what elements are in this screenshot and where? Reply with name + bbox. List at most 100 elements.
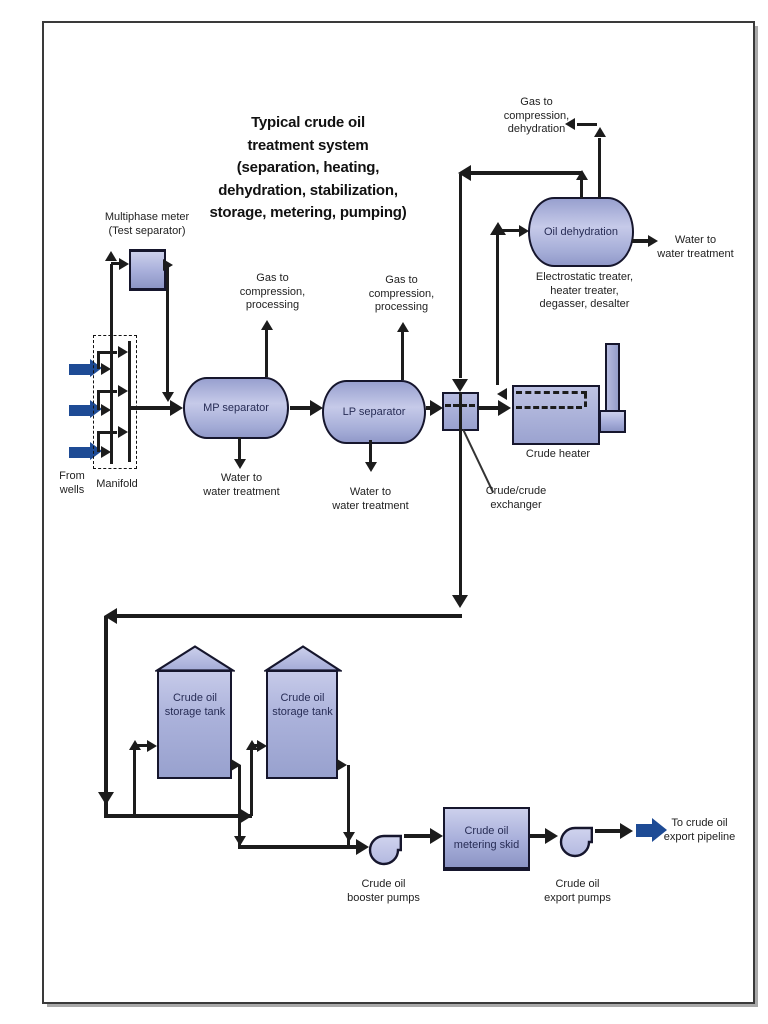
label-mp-water: Water to water treatment <box>194 472 289 499</box>
arrowhead-right <box>101 446 111 458</box>
pipe-transfer-vertical <box>458 174 462 378</box>
arrowhead-right <box>430 827 443 844</box>
label-dehydrator-water: Water to water treatment <box>648 234 743 261</box>
pipe-tank2-outlet <box>347 765 350 846</box>
arrowhead-right <box>231 758 241 771</box>
pipe-dehydrator-inlet <box>497 229 521 232</box>
title-line: treatment system <box>247 136 369 154</box>
arrowhead-right <box>118 385 128 397</box>
manifold-elbow-2 <box>97 391 100 410</box>
arrowhead-down <box>97 792 114 805</box>
diagram-title: Typical crude oil treatment system (sepa… <box>206 112 410 225</box>
pipe-tank1-outlet <box>238 765 241 846</box>
pipe-gas-to-compression <box>577 123 597 126</box>
label-lp-water: Water to water treatment <box>323 486 418 513</box>
label-tank-2: Crude oil storage tank <box>266 692 339 719</box>
label-line: export pumps <box>544 891 611 904</box>
crude-oil-storage-tank-1 <box>157 670 232 779</box>
diagram-border <box>42 21 755 1004</box>
arrowhead-down <box>452 379 469 392</box>
arrowhead-right <box>163 258 173 271</box>
multiphase-meter <box>129 249 166 291</box>
arrowhead-right <box>239 807 252 824</box>
label-line: Crude oil <box>555 878 600 890</box>
title-line: (separation, heating, <box>236 159 380 176</box>
lp-separator-vessel: LP separator <box>322 380 426 444</box>
manifold-elbow-1 <box>97 352 100 369</box>
label-line: dehydration <box>507 123 566 135</box>
label-line: export pipeline <box>663 830 736 843</box>
export-arrow <box>636 824 652 837</box>
pipe-dehydrator-gas <box>598 138 601 198</box>
label-line: Crude/crude <box>485 485 547 497</box>
label-line: wells <box>59 483 85 496</box>
manifold-header-2 <box>128 341 131 462</box>
arrowhead-down <box>233 459 246 469</box>
pipe-dehydrator-recycle <box>580 180 583 198</box>
export-pump <box>559 826 593 858</box>
label-line: Water to <box>220 472 263 484</box>
label-line: heater treater, <box>550 284 619 297</box>
pipe-booster-suction <box>238 845 358 849</box>
label-line: Gas to <box>520 96 553 108</box>
arrowhead-right <box>648 234 658 247</box>
pipe-mp-gas <box>265 328 268 377</box>
label-line: From <box>59 470 85 482</box>
label-line: Water to <box>349 486 392 498</box>
pipe-mp-water <box>238 437 241 459</box>
pipe-skid-to-pump <box>530 834 548 838</box>
arrowhead-down <box>161 392 174 402</box>
pipe-tank2-feed <box>250 748 253 816</box>
tank1-roof <box>155 645 235 672</box>
arrowhead-right <box>545 827 558 844</box>
arrowhead-right <box>147 739 157 752</box>
label-line: processing <box>374 301 429 313</box>
pipe-main <box>130 406 173 410</box>
label-line: To crude oil <box>671 817 728 829</box>
well-arrow-3 <box>69 446 90 458</box>
title-line: Typical crude oil <box>251 114 365 131</box>
heater-coil-dashed-turn <box>584 393 587 407</box>
pipe-tank1-feed <box>133 748 136 816</box>
crude-oil-metering-skid: Crude oil metering skid <box>443 807 530 871</box>
manifold-elbow-3 <box>97 432 100 452</box>
pipe-main <box>290 406 313 410</box>
label-exchanger: Crude/crude exchanger <box>483 485 549 512</box>
arrowhead-up <box>593 127 606 137</box>
label-lp-gas: Gas to compression, processing <box>359 274 444 315</box>
arrowhead-right <box>498 400 511 416</box>
heater-burner-box <box>599 410 626 433</box>
arrowhead-up <box>260 320 273 330</box>
label-line: Crude oil <box>361 878 406 890</box>
label-line: exchanger <box>490 498 542 511</box>
label-line: Water to <box>674 234 717 246</box>
heater-coil-dashed-bottom <box>516 406 582 409</box>
label-line: Gas to <box>256 272 289 284</box>
pipe-dehydrator-water <box>632 239 648 243</box>
label-line: compression, <box>368 287 435 300</box>
label-line: storage tank <box>164 705 226 718</box>
well-arrow-1 <box>69 363 90 375</box>
label-line: water treatment <box>332 499 409 512</box>
arrowhead-left <box>565 117 575 130</box>
label-line: Crude oil <box>172 692 218 704</box>
arrowhead-right <box>118 426 128 438</box>
arrowhead-right <box>101 363 111 375</box>
label-booster-pumps: Crude oil booster pumps <box>336 878 431 905</box>
manifold-elbow-2 <box>97 390 117 393</box>
pipe-transfer-vertical <box>458 392 462 604</box>
arrowhead-right <box>310 400 323 416</box>
label-dehydrator-note: Electrostatic treater, heater treater, d… <box>532 271 637 312</box>
title-line: storage, metering, pumping) <box>209 204 407 221</box>
tank2-roof <box>264 645 342 672</box>
arrowhead-down <box>342 832 355 842</box>
label-line: Crude oil <box>464 825 509 837</box>
booster-pump <box>368 834 402 866</box>
arrowhead-up <box>105 251 117 261</box>
label-multiphase-meter: Multiphase meter (Test separator) <box>90 211 204 238</box>
label-line: compression, <box>239 285 306 298</box>
well-arrow-2 <box>69 404 90 416</box>
label-line: water treatment <box>657 247 734 260</box>
oil-dehydration-label: Oil dehydration <box>544 226 618 238</box>
